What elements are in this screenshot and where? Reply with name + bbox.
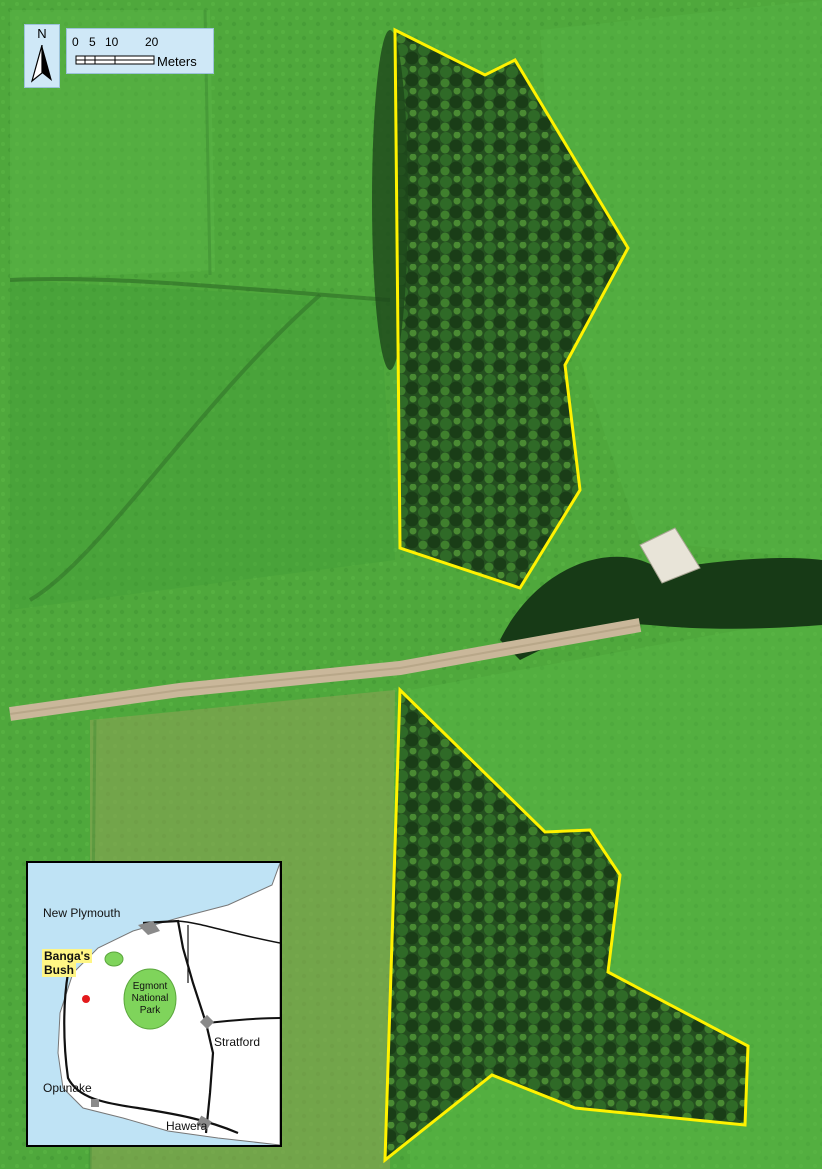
label-stratford: Stratford xyxy=(214,1035,261,1049)
bush-south xyxy=(385,690,748,1160)
scale-tick: 0 xyxy=(72,35,79,49)
scale-bar-graphic xyxy=(75,55,155,65)
scale-tick: 10 xyxy=(105,35,119,49)
label-bangas-bush-2: Bush xyxy=(42,963,76,977)
north-arrow-icon xyxy=(31,45,52,83)
north-label: N xyxy=(37,26,47,41)
label-park-1: Egmont xyxy=(132,981,168,992)
town-stratford xyxy=(199,1014,215,1030)
scale-tick: 5 xyxy=(89,35,96,49)
label-opunake: Opunake xyxy=(43,1081,92,1095)
label-park-2: National xyxy=(131,993,169,1004)
label-hawera: Hawera xyxy=(166,1119,208,1133)
boundary-north xyxy=(393,27,630,590)
town-new-plymouth xyxy=(138,921,160,935)
paddock xyxy=(10,10,215,280)
paddock xyxy=(540,0,822,560)
label-bangas-bush-1: Banga's xyxy=(42,949,93,963)
north-arrow: N xyxy=(24,24,60,88)
inset-graphic xyxy=(28,863,280,1145)
paddock xyxy=(10,280,395,610)
town-hawera xyxy=(196,1115,212,1131)
bush-north xyxy=(395,30,628,588)
scale-unit: Meters xyxy=(157,54,197,69)
scale-bar: 0 5 10 20 Meters xyxy=(66,28,214,74)
boundary-south xyxy=(383,686,750,1164)
national-park xyxy=(123,968,177,1030)
town-opunake xyxy=(91,1099,99,1107)
inset-road xyxy=(63,972,239,1135)
inset-map: New Plymouth Banga's Bush Egmont Nationa… xyxy=(26,861,282,1147)
shed-roof xyxy=(639,527,701,584)
label-park-3: Park xyxy=(139,1005,161,1016)
shelter-belt xyxy=(500,556,822,660)
site-marker-icon xyxy=(82,995,90,1003)
label-new-plymouth: New Plymouth xyxy=(43,906,121,920)
scale-tick: 20 xyxy=(145,35,159,49)
inset-road xyxy=(142,919,215,1134)
